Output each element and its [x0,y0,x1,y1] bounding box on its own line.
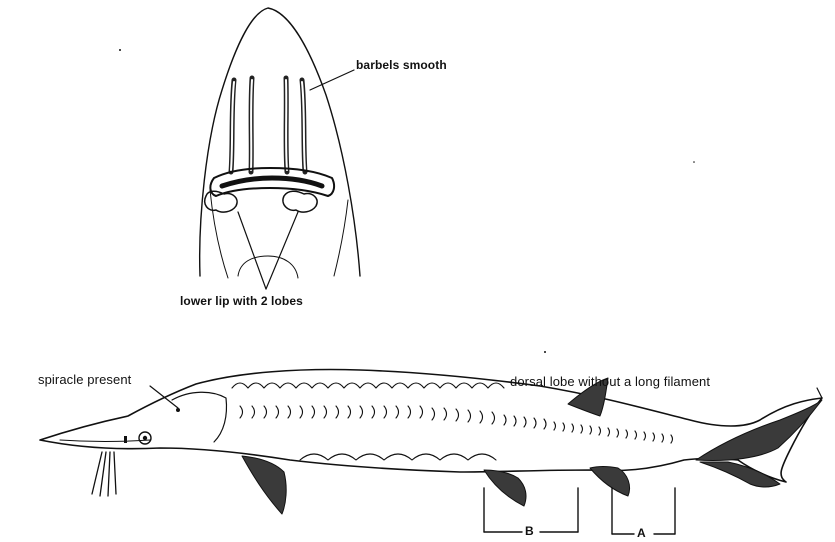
speck [693,161,695,163]
mouth-slit [222,178,322,186]
lower-lip-leader-line [266,212,298,289]
barbel [251,80,252,170]
caudal-fin-ventral-lobe [700,462,780,487]
caudal-fin-dorsal-lobe [696,400,822,461]
spiracle-leader-line [150,386,178,408]
pectoral-fin [242,456,286,514]
label-lower-lip: lower lip with 2 lobes [180,294,303,308]
dorsal-scutes [232,383,504,388]
label-dorsal-lobe: dorsal lobe without a long filament [510,374,710,389]
lateral-scutes [240,406,673,443]
lip-lobe-right [283,191,317,212]
label-spiracle-present: spiracle present [38,372,131,387]
head-plate [172,392,227,442]
eye-pupil [143,436,147,440]
gill-arc [238,256,298,278]
speck [119,49,121,51]
nostril [124,436,127,443]
snout-outline [200,8,360,276]
barbels-leader-line [310,70,354,90]
label-measure-a: A [637,526,646,540]
side-barbel [108,452,110,496]
pelvic-fin [484,470,526,506]
side-barbel [114,452,116,494]
speck [544,351,546,353]
dorsal-lobe-leader-line [817,388,822,398]
barbel [286,80,287,170]
snout-line [60,440,150,442]
head-side-line [210,190,228,278]
ventral-scutes [300,454,496,460]
label-barbels-smooth: barbels smooth [356,58,447,72]
label-measure-b: B [525,524,534,538]
head-side-line [334,200,348,276]
sturgeon-side-view [40,370,822,534]
lower-lip-leader-line [238,212,266,289]
head-ventral-view [200,8,360,289]
